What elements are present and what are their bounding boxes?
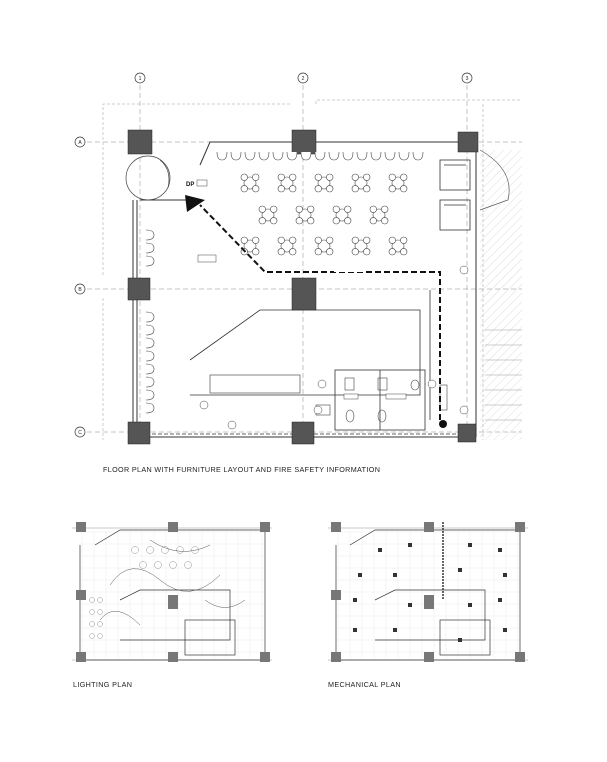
- restroom-fixtures: [315, 377, 448, 423]
- grid-bubble-2: [297, 72, 309, 84]
- exterior-stairs: [485, 329, 522, 421]
- chair: [145, 255, 155, 267]
- bay-window: [479, 149, 510, 211]
- chair: [145, 389, 155, 401]
- chair: [272, 151, 284, 161]
- entry-code-label: DP: [186, 182, 194, 188]
- table-set: [351, 236, 371, 256]
- chair: [145, 324, 155, 336]
- lighting-plan-grid: [81, 531, 264, 658]
- lighting-plan-columns: [76, 522, 270, 662]
- mechanical-plan-columns: [331, 522, 525, 662]
- chair: [145, 242, 155, 254]
- grid-label-b: B: [78, 287, 82, 293]
- mechanical-plan-grid: [337, 531, 519, 658]
- chair: [356, 151, 368, 161]
- dining-tables: [240, 173, 408, 256]
- annotation-tags: [196, 179, 469, 430]
- table-set: [388, 173, 408, 193]
- chair: [145, 376, 155, 388]
- chair: [370, 151, 382, 161]
- table-set: [295, 205, 315, 225]
- grid-bubble-3: [461, 72, 473, 84]
- table-set: [240, 173, 260, 193]
- chair: [244, 151, 256, 161]
- grid-label-3: 3: [466, 76, 469, 82]
- egress-arrow: [185, 195, 205, 212]
- chair: [230, 151, 242, 161]
- mechanical-plan-walls: [335, 522, 521, 661]
- table-set: [277, 236, 297, 256]
- chair: [384, 151, 396, 161]
- table-set: [369, 205, 389, 225]
- grid-label-1: 1: [139, 76, 142, 82]
- grid-bubble-c: [74, 426, 86, 438]
- mechanical-diffusers: [353, 543, 507, 642]
- lighting-circuits: [99, 539, 246, 626]
- chair: [342, 151, 354, 161]
- grid-label-2: 2: [302, 76, 305, 82]
- table-set: [258, 205, 278, 225]
- table-set: [314, 173, 334, 193]
- grid-bubble-b: [74, 283, 86, 295]
- exterior-hatch: [480, 150, 522, 440]
- chair: [398, 151, 410, 161]
- table-set: [332, 205, 352, 225]
- lighting-plan: [72, 522, 272, 662]
- mechanical-plan: [328, 522, 528, 662]
- table-set: [351, 173, 371, 193]
- chair: [412, 151, 424, 161]
- grid-label-a: A: [78, 140, 82, 146]
- exit-origin-dot: [439, 420, 447, 428]
- table-set: [314, 236, 334, 256]
- grid-bubble-a: [74, 136, 86, 148]
- chair: [145, 337, 155, 349]
- lighting-plan-walls: [79, 529, 266, 661]
- grid-label-c: C: [78, 430, 82, 436]
- main-floor-plan: 1 2 3 A B C: [74, 72, 522, 445]
- chair: [145, 402, 155, 414]
- chair: [145, 363, 155, 375]
- chair: [258, 151, 270, 161]
- chair: [145, 350, 155, 362]
- chair: [145, 311, 155, 323]
- table-set: [388, 236, 408, 256]
- chairs-top-row: [216, 151, 424, 161]
- chair: [286, 151, 298, 161]
- table-set: [240, 236, 260, 256]
- mechanical-plan-caption: MECHANICAL PLAN: [328, 680, 401, 689]
- lighting-plan-caption: LIGHTING PLAN: [73, 680, 133, 689]
- grid-bubbles: [74, 72, 473, 438]
- chair: [314, 151, 326, 161]
- grid-bubble-1: [134, 72, 146, 84]
- table-set: [277, 173, 297, 193]
- lighting-plan-tables: [89, 546, 199, 639]
- storefront-frames: [439, 159, 471, 231]
- chair: [145, 229, 155, 241]
- chair: [216, 151, 228, 161]
- main-plan-caption: FLOOR PLAN WITH FURNITURE LAYOUT AND FIR…: [103, 465, 381, 474]
- chairs-left-column: [145, 229, 155, 414]
- chair: [328, 151, 340, 161]
- entry-vestibule: [125, 155, 171, 201]
- chair: [300, 151, 312, 161]
- structural-columns: [127, 129, 479, 445]
